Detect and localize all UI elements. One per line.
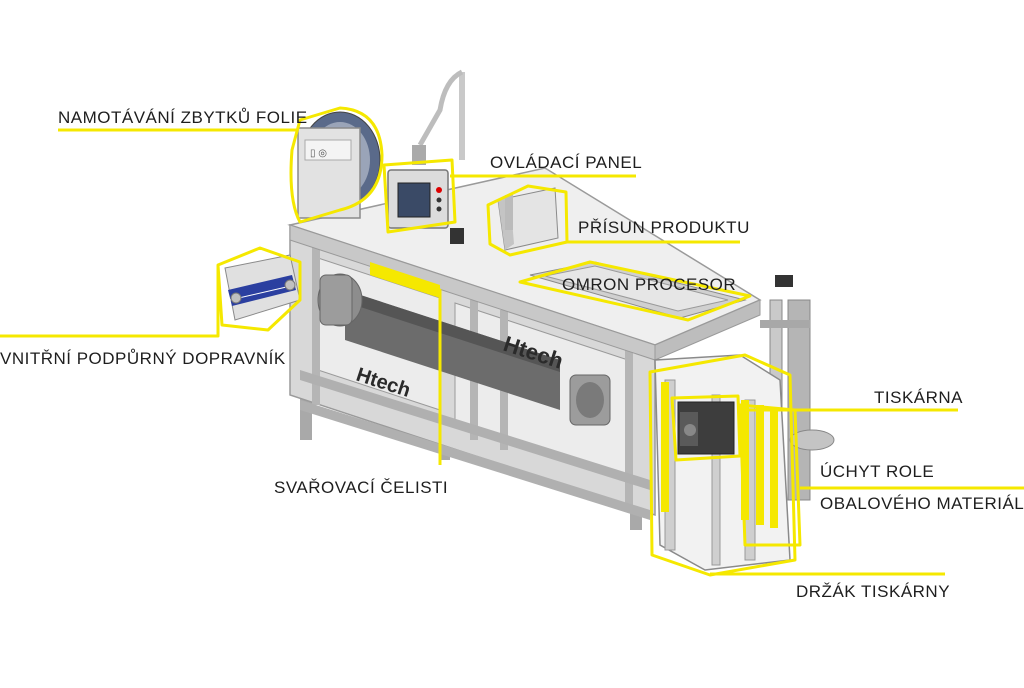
svg-text:▯ ◎: ▯ ◎ — [310, 148, 327, 159]
inner-support-conveyor — [224, 254, 301, 321]
label-printer-holder: DRŽÁK TISKÁRNY — [796, 582, 951, 601]
label-roll-holder-line2: OBALOVÉHO MATERIÁLU — [820, 494, 1024, 513]
printer-outline — [670, 394, 742, 462]
control-panel-outline — [382, 158, 457, 234]
film-rewind-outline — [289, 106, 384, 224]
inner-conveyor-leader — [0, 265, 220, 338]
label-roll-holder-line1: ÚCHYT ROLE — [820, 462, 935, 481]
label-film-rewind: NAMOTÁVÁNÍ ZBYTKŮ FOLIE — [58, 108, 308, 127]
label-sealing-jaws: SVAŘOVACÍ ČELISTI — [274, 478, 449, 497]
label-product-feed: PŘÍSUN PRODUKTU — [578, 218, 750, 237]
label-printer: TISKÁRNA — [874, 388, 964, 407]
sealing-jaws-leader — [369, 266, 442, 465]
printer-holder-outline — [648, 353, 797, 577]
label-inner-conveyor: VNITŘNÍ PODPŮRNÝ DOPRAVNÍK — [0, 349, 286, 368]
roll-holder-outline — [738, 403, 802, 547]
omron-outline — [518, 260, 752, 322]
film-rewind-unit: ▯ ◎ — [297, 111, 381, 219]
label-omron: OMRON PROCESOR — [562, 275, 737, 294]
label-control-panel: OVLÁDACÍ PANEL — [490, 153, 643, 172]
inner-conveyor-outline — [216, 246, 302, 332]
highlight-outlines — [0, 106, 1024, 577]
printer-holder-cage — [654, 354, 791, 571]
control-panel-unit — [387, 69, 465, 244]
product-feed-box — [497, 187, 559, 251]
printer-holder-highlight-posts — [661, 382, 778, 528]
